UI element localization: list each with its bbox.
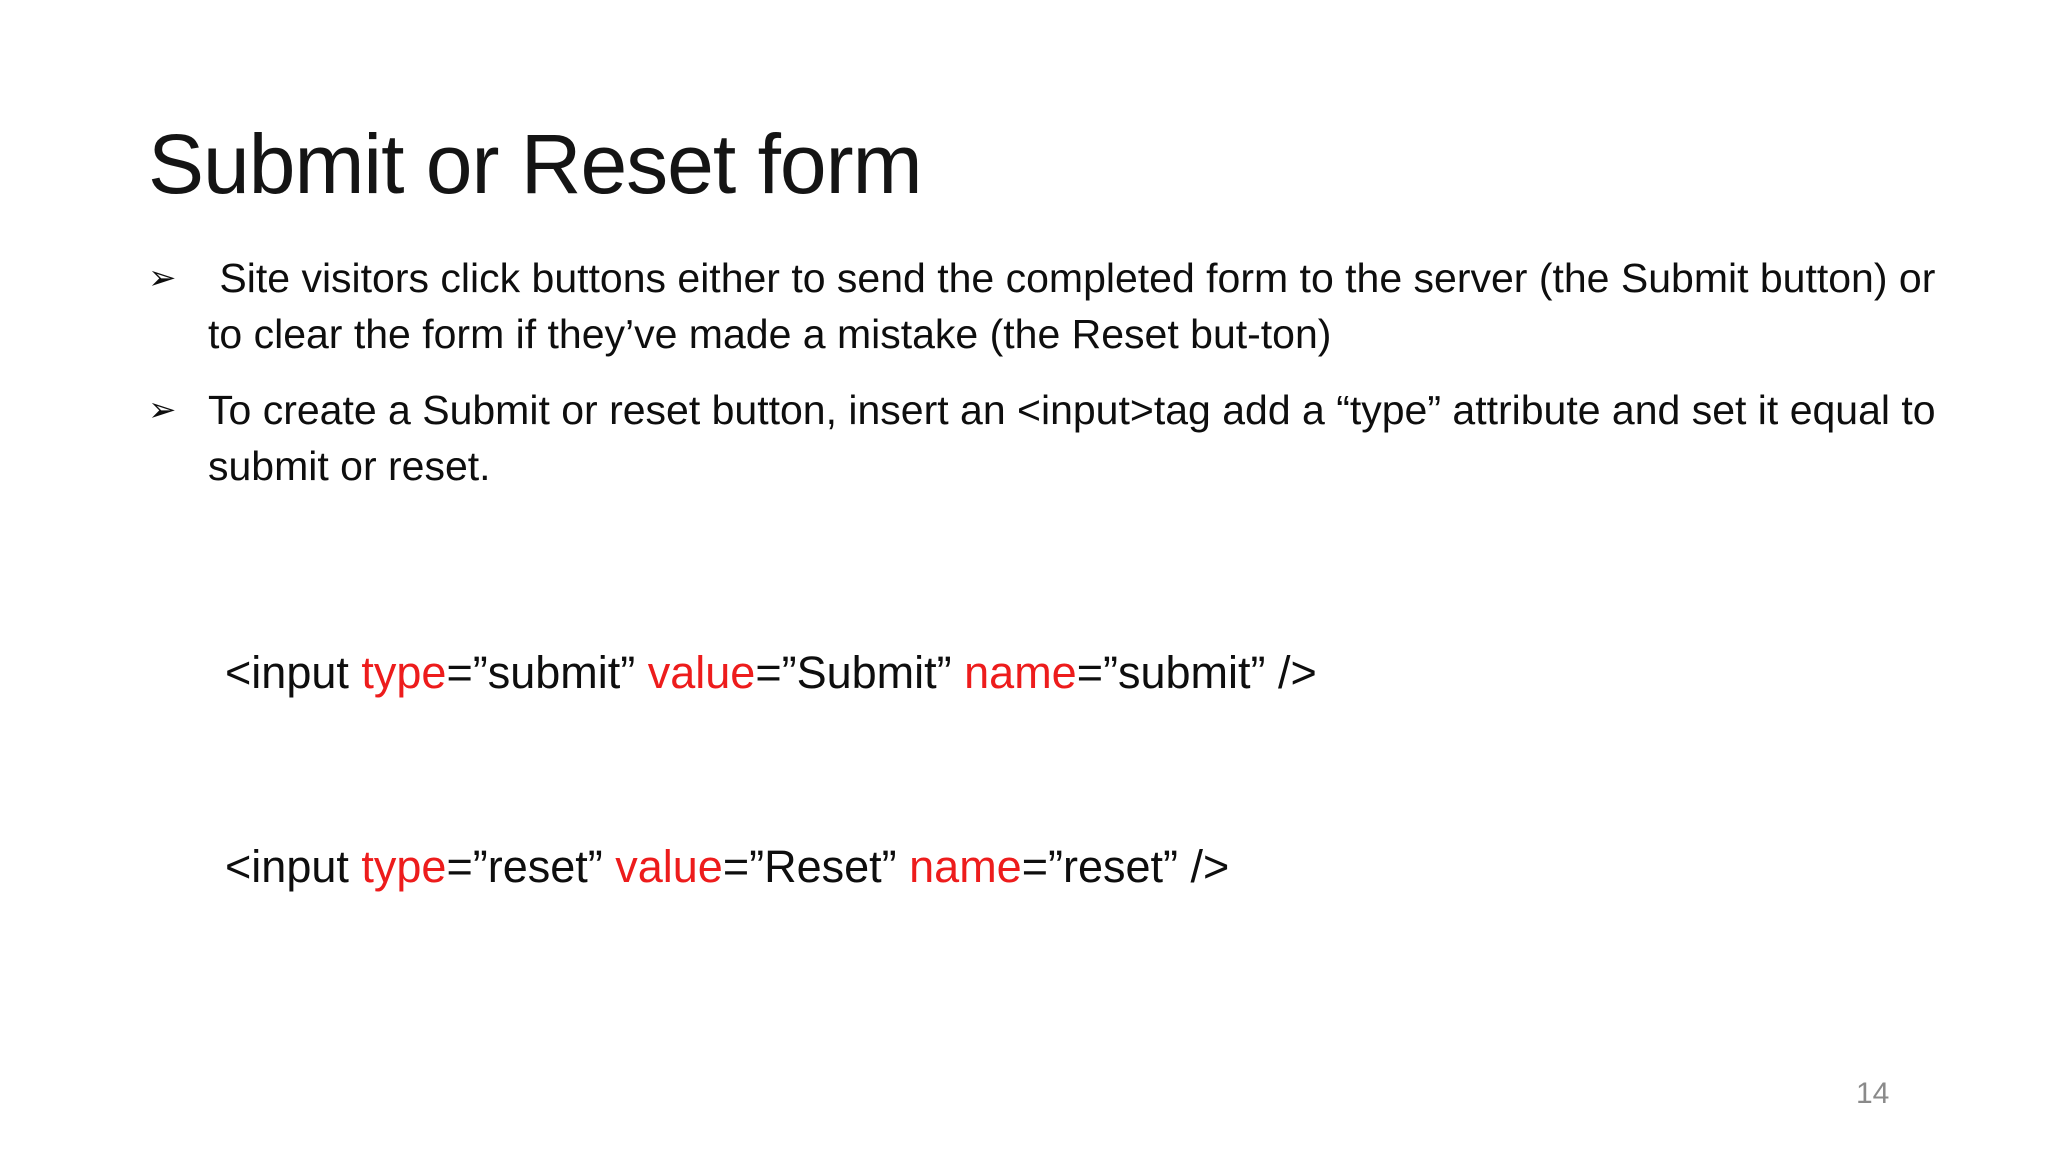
code-line-reset: <input type=”reset” value=”Reset” name=”…	[150, 780, 1317, 954]
bullet-text: To create a Submit or reset button, inse…	[208, 387, 1948, 489]
code-token: name	[964, 647, 1077, 698]
bullet-item: ➢ Site visitors click buttons either to …	[148, 250, 1948, 362]
code-line-submit: <input type=”submit” value=”Submit” name…	[150, 586, 1317, 760]
page-number: 14	[1856, 1077, 1890, 1110]
code-token: value	[615, 841, 723, 892]
bullet-item: ➢ To create a Submit or reset button, in…	[148, 382, 1948, 494]
code-token: <input	[225, 841, 362, 892]
code-token: <input	[225, 647, 362, 698]
slide-title: Submit or Reset form	[148, 117, 923, 212]
code-block: <input type=”submit” value=”Submit” name…	[150, 586, 1317, 974]
code-token: name	[909, 841, 1022, 892]
code-token: =”reset”	[446, 841, 616, 892]
arrow-bullet-icon: ➢	[148, 390, 177, 430]
code-token: =”reset” />	[1021, 841, 1230, 892]
code-token: =”Submit”	[755, 647, 965, 698]
bullet-list: ➢ Site visitors click buttons either to …	[148, 250, 1948, 514]
bullet-text: Site visitors click buttons either to se…	[208, 255, 1947, 357]
code-token: type	[361, 647, 447, 698]
code-token: value	[647, 647, 756, 698]
code-token: =”Reset”	[722, 841, 910, 892]
code-token: type	[361, 841, 447, 892]
code-token: =”submit”	[446, 647, 648, 698]
code-token: =”submit” />	[1076, 647, 1317, 698]
arrow-bullet-icon: ➢	[148, 258, 177, 298]
